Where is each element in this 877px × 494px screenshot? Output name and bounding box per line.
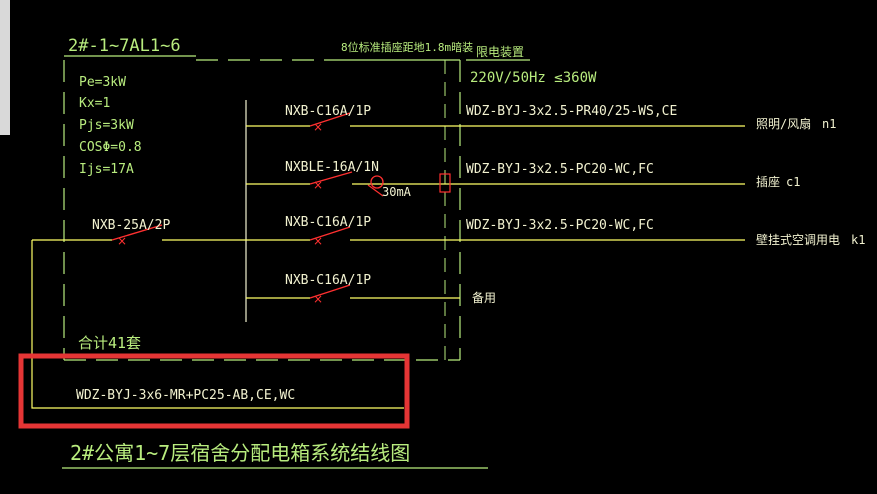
window-edge <box>0 0 10 135</box>
rcd-link <box>367 184 384 197</box>
panel-box-outline <box>63 59 461 361</box>
param-pjs: Pjs=3kW <box>79 118 134 133</box>
param-pe: Pe=3kW <box>79 75 126 90</box>
circuit-1-x: × <box>313 120 323 134</box>
circuit-3-blade <box>309 226 351 241</box>
total-count: 合计41套 <box>78 334 142 352</box>
circuit-1-code: n1 <box>822 117 837 131</box>
circuit-3-code: k1 <box>851 233 866 247</box>
circuit-3-cable: WDZ-BYJ-3x2.5-PC20-WC,FC <box>466 218 654 233</box>
circuit-2-blade <box>309 171 353 185</box>
circuit-1-breaker: NXB-C16A/1P <box>285 104 372 119</box>
param-ijs: Ijs=17A <box>79 162 134 177</box>
param-kx: Kx=1 <box>79 96 111 111</box>
main-breaker-label: NXB-25A/2P <box>92 218 171 233</box>
main-breaker-x: × <box>117 234 127 248</box>
circuit-4-blade <box>309 284 351 299</box>
limiter-spec: 220V/50Hz ≤360W <box>470 70 597 86</box>
rcd-rating: 30mA <box>382 185 411 199</box>
circuit-3-breaker: NXB-C16A/1P <box>285 215 372 230</box>
highlight-box <box>18 353 410 429</box>
circuit-2-load: 插座 <box>756 175 781 189</box>
circuit-1-load: 照明/风扇 <box>756 117 812 131</box>
limiter-title: 限电装置 <box>476 45 525 59</box>
circuit-1-blade <box>309 112 351 127</box>
limiter-device <box>439 173 451 193</box>
circuit-4-x: × <box>313 292 323 306</box>
main-breaker-blade <box>111 224 163 241</box>
install-note: 8位标准插座距地1.8m暗装 <box>341 41 474 54</box>
circuit-4-load: 备用 <box>472 291 497 305</box>
circuit-2-breaker: NXBLE-16A/1N <box>285 160 379 175</box>
circuit-4-breaker: NXB-C16A/1P <box>285 273 372 288</box>
circuit-3-x: × <box>313 234 323 248</box>
circuit-1-cable: WDZ-BYJ-3x2.5-PR40/25-WS,CE <box>466 104 678 119</box>
circuit-2-cable: WDZ-BYJ-3x2.5-PC20-WC,FC <box>466 162 654 177</box>
rcd-symbol <box>370 175 384 189</box>
panel-id: 2#-1~7AL1~6 <box>68 36 181 56</box>
drawing-title: 2#公寓1~7层宿舍分配电箱系统结线图 <box>70 441 411 465</box>
incoming-feeder-line <box>31 240 404 409</box>
incoming-cable: WDZ-BYJ-3x6-MR+PC25-AB,CE,WC <box>76 388 296 403</box>
circuit-2-x: × <box>313 178 323 192</box>
circuit-3-load: 壁挂式空调用电 <box>756 233 841 247</box>
circuit-2-code: c1 <box>786 175 801 189</box>
param-cos: COSΦ=0.8 <box>79 140 142 155</box>
